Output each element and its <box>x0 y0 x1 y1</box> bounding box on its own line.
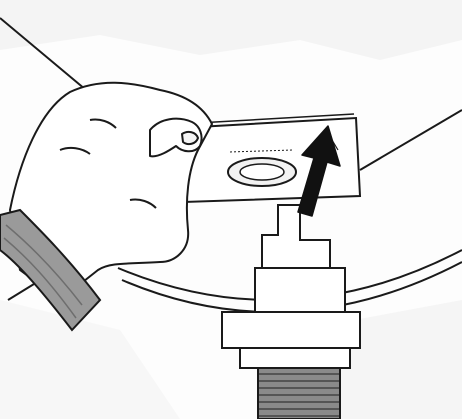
hose-collar <box>222 268 360 368</box>
corrugated-hose <box>258 368 340 419</box>
bracket-stem <box>262 205 330 268</box>
